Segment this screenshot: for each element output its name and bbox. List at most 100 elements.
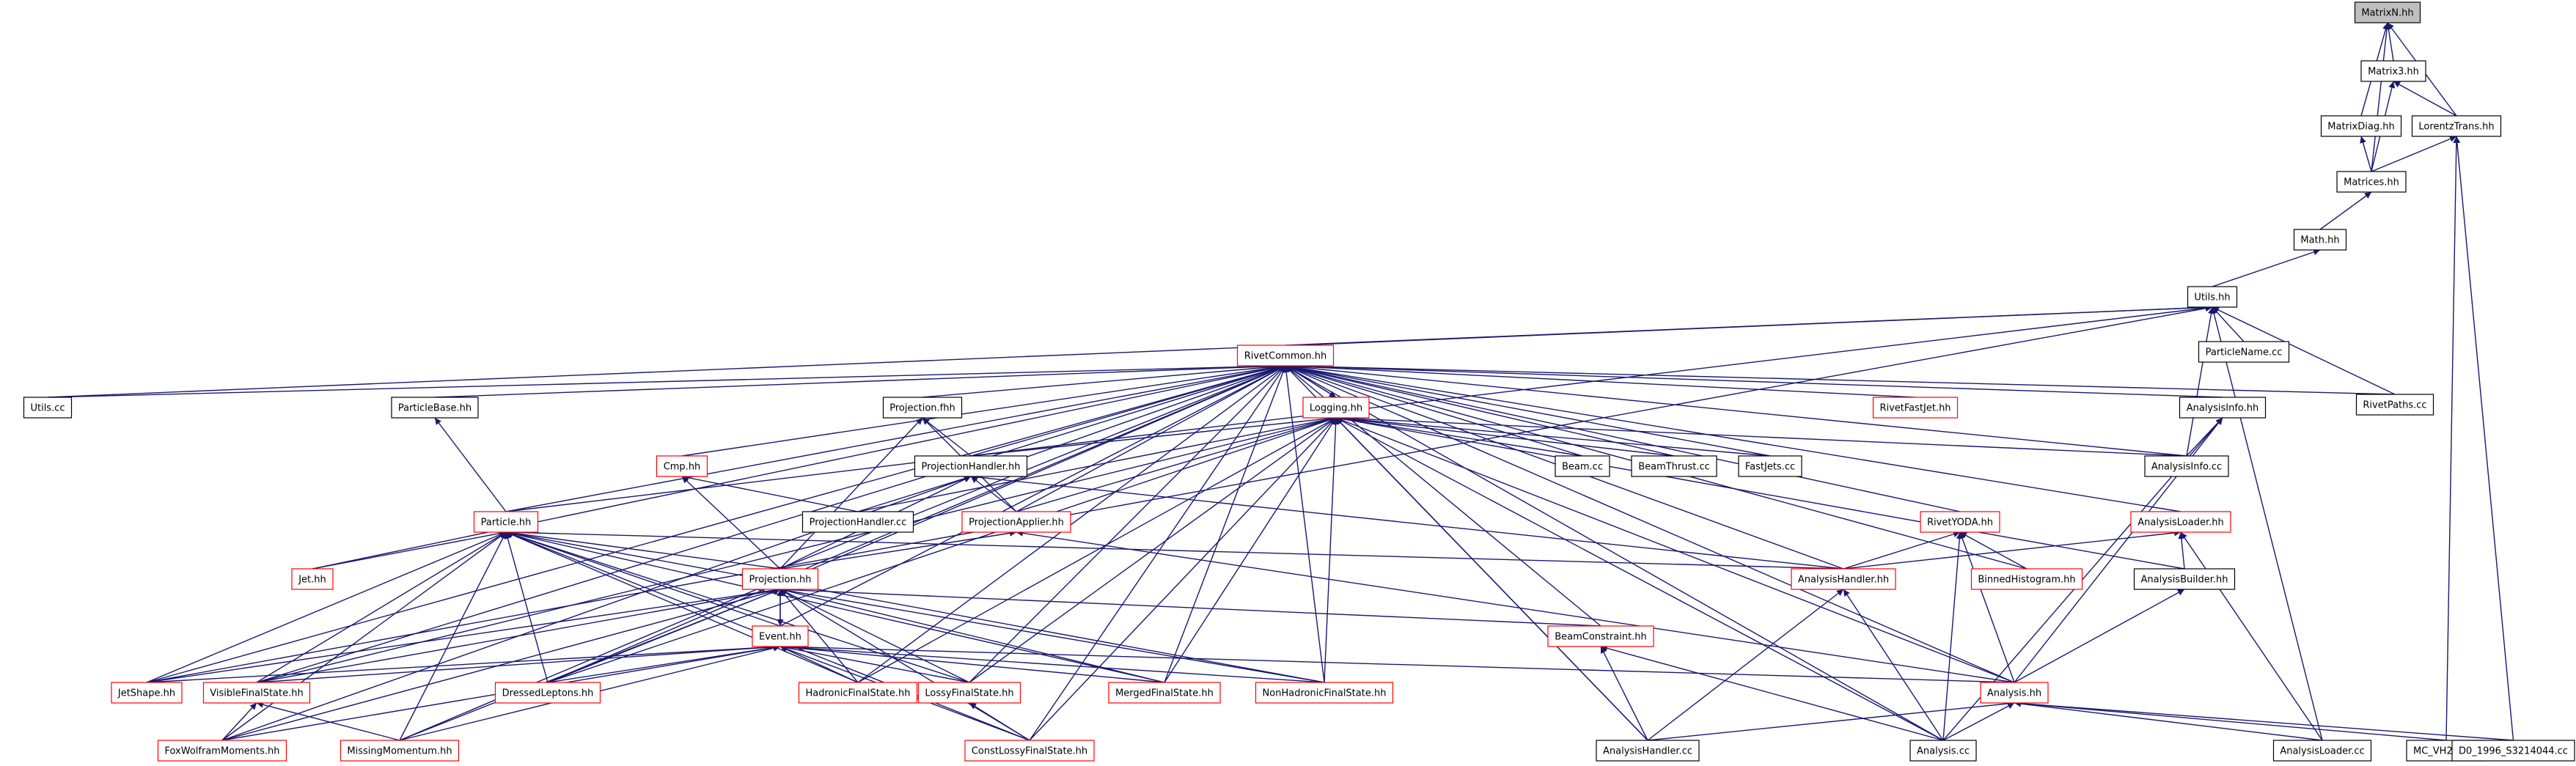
- node-box-MergedFinalState[interactable]: [1108, 682, 1221, 704]
- node-AnalysisCC[interactable]: Analysis.cc: [1909, 740, 1977, 762]
- node-box-FastJets[interactable]: [1738, 455, 1802, 477]
- node-box-MatrixDiag[interactable]: [2320, 115, 2402, 137]
- node-ProjectionHandler[interactable]: ProjectionHandler.hh: [914, 455, 1028, 477]
- node-box-BeamThrust[interactable]: [1631, 455, 1717, 477]
- node-AnalysisLoaderCC[interactable]: AnalysisLoader.cc: [2272, 740, 2372, 762]
- node-box-DressedLeptons[interactable]: [494, 682, 601, 704]
- node-box-Utils[interactable]: [2187, 286, 2238, 308]
- node-RivetFastJet[interactable]: RivetFastJet.hh: [1872, 397, 1959, 419]
- node-AnalysisLoader[interactable]: AnalysisLoader.hh: [2130, 511, 2231, 533]
- node-LorentzTrans[interactable]: LorentzTrans.hh: [2411, 115, 2502, 137]
- node-box-MissingMomentum[interactable]: [340, 740, 460, 762]
- node-Event[interactable]: Event.hh: [752, 625, 809, 647]
- node-UtilsCC[interactable]: Utils.cc: [23, 397, 73, 419]
- node-ConstLossyFinalState[interactable]: ConstLossyFinalState.hh: [964, 740, 1095, 762]
- node-box-VisibleFinalState[interactable]: [202, 682, 311, 704]
- node-box-ParticleName[interactable]: [2198, 341, 2290, 363]
- node-ProjectionHandlerCC[interactable]: ProjectionHandler.cc: [801, 511, 914, 533]
- node-Projection[interactable]: Projection.hh: [741, 568, 819, 590]
- node-box-Analysis[interactable]: [1980, 682, 2049, 704]
- node-MissingMomentum[interactable]: MissingMomentum.hh: [340, 740, 460, 762]
- node-MergedFinalState[interactable]: MergedFinalState.hh: [1108, 682, 1221, 704]
- node-box-BinnedHistogram[interactable]: [1970, 568, 2083, 590]
- node-box-LorentzTrans[interactable]: [2411, 115, 2502, 137]
- node-BeamThrust[interactable]: BeamThrust.cc: [1631, 455, 1717, 477]
- node-box-Matrix3[interactable]: [2360, 60, 2426, 82]
- node-MatrixN[interactable]: MatrixN.hh: [2354, 1, 2421, 23]
- node-Cmp[interactable]: Cmp.hh: [656, 455, 708, 477]
- node-Utils[interactable]: Utils.hh: [2187, 286, 2238, 308]
- node-RivetPaths[interactable]: RivetPaths.cc: [2355, 394, 2434, 416]
- node-DressedLeptons[interactable]: DressedLeptons.hh: [494, 682, 601, 704]
- node-NonHadronicFinalState[interactable]: NonHadronicFinalState.hh: [1255, 682, 1394, 704]
- node-box-AnalysisInfoCC[interactable]: [2144, 455, 2229, 477]
- node-RivetYODA[interactable]: RivetYODA.hh: [1920, 511, 2000, 533]
- node-box-Projection[interactable]: [741, 568, 819, 590]
- node-box-BeamCC[interactable]: [1555, 455, 1610, 477]
- node-box-MatrixN[interactable]: [2354, 1, 2421, 23]
- node-box-Logging[interactable]: [1302, 397, 1370, 419]
- node-ParticleBase[interactable]: ParticleBase.hh: [391, 397, 479, 419]
- node-box-AnalysisCC[interactable]: [1909, 740, 1977, 762]
- node-box-Cmp[interactable]: [656, 455, 708, 477]
- node-box-AnalysisLoader[interactable]: [2130, 511, 2231, 533]
- node-box-RivetFastJet[interactable]: [1872, 397, 1959, 419]
- node-HadronicFinalState[interactable]: HadronicFinalState.hh: [798, 682, 918, 704]
- node-box-AnalysisInfo[interactable]: [2179, 397, 2267, 419]
- node-box-RivetPaths[interactable]: [2355, 394, 2434, 416]
- node-box-UtilsCC[interactable]: [23, 397, 73, 419]
- edge-ProjectionHandlerCC-to-Cmp: [681, 474, 859, 512]
- node-box-BeamConstraint[interactable]: [1547, 625, 1654, 647]
- node-Logging[interactable]: Logging.hh: [1302, 397, 1370, 419]
- node-box-AnalysisLoaderCC[interactable]: [2272, 740, 2372, 762]
- node-RivetCommon[interactable]: RivetCommon.hh: [1236, 345, 1335, 367]
- node-box-LossyFinalState[interactable]: [917, 682, 1021, 704]
- node-ProjectionFhh[interactable]: Projection.fhh: [882, 397, 963, 419]
- node-AnalysisHandler[interactable]: AnalysisHandler.hh: [1791, 568, 1896, 590]
- node-AnalysisInfoCC[interactable]: AnalysisInfo.cc: [2144, 455, 2229, 477]
- node-JetShape[interactable]: JetShape.hh: [111, 682, 183, 704]
- node-box-ProjectionHandlerCC[interactable]: [801, 511, 914, 533]
- node-box-ProjectionApplier[interactable]: [961, 511, 1071, 533]
- node-box-FoxWolframMoments[interactable]: [157, 740, 287, 762]
- node-box-Event[interactable]: [752, 625, 809, 647]
- node-box-NonHadronicFinalState[interactable]: [1255, 682, 1394, 704]
- node-Matrices[interactable]: Matrices.hh: [2336, 171, 2407, 193]
- node-AnalysisHandlerCC[interactable]: AnalysisHandler.cc: [1596, 740, 1700, 762]
- node-Particle[interactable]: Particle.hh: [473, 511, 539, 533]
- node-BeamConstraint[interactable]: BeamConstraint.hh: [1547, 625, 1654, 647]
- node-LossyFinalState[interactable]: LossyFinalState.hh: [917, 682, 1021, 704]
- node-box-ConstLossyFinalState[interactable]: [964, 740, 1095, 762]
- node-box-RivetYODA[interactable]: [1920, 511, 2000, 533]
- node-box-Math[interactable]: [2293, 229, 2347, 251]
- node-box-AnalysisHandler[interactable]: [1791, 568, 1896, 590]
- node-label-AnalysisCC: Analysis.cc: [1917, 746, 1970, 757]
- node-Matrix3[interactable]: Matrix3.hh: [2360, 60, 2426, 82]
- node-box-Particle[interactable]: [473, 511, 539, 533]
- node-Analysis[interactable]: Analysis.hh: [1980, 682, 2049, 704]
- node-FoxWolframMoments[interactable]: FoxWolframMoments.hh: [157, 740, 287, 762]
- node-box-AnalysisBuilder[interactable]: [2133, 568, 2236, 590]
- node-box-HadronicFinalState[interactable]: [798, 682, 918, 704]
- node-ProjectionApplier[interactable]: ProjectionApplier.hh: [961, 511, 1071, 533]
- node-box-ProjectionHandler[interactable]: [914, 455, 1028, 477]
- node-Jet[interactable]: Jet.hh: [291, 568, 334, 590]
- node-BinnedHistogram[interactable]: BinnedHistogram.hh: [1970, 568, 2083, 590]
- node-VisibleFinalState[interactable]: VisibleFinalState.hh: [202, 682, 311, 704]
- node-ParticleName[interactable]: ParticleName.cc: [2198, 341, 2290, 363]
- node-BeamCC[interactable]: Beam.cc: [1555, 455, 1610, 477]
- node-D0_1996[interactable]: D0_1996_S3214044.cc: [2451, 740, 2575, 762]
- node-AnalysisInfo[interactable]: AnalysisInfo.hh: [2179, 397, 2267, 419]
- node-Math[interactable]: Math.hh: [2293, 229, 2347, 251]
- node-box-JetShape[interactable]: [111, 682, 183, 704]
- node-box-ProjectionFhh[interactable]: [882, 397, 963, 419]
- node-box-RivetCommon[interactable]: [1236, 345, 1335, 367]
- node-box-Matrices[interactable]: [2336, 171, 2407, 193]
- node-box-Jet[interactable]: [291, 568, 334, 590]
- node-AnalysisBuilder[interactable]: AnalysisBuilder.hh: [2133, 568, 2236, 590]
- node-box-D0_1996[interactable]: [2451, 740, 2575, 762]
- node-box-ParticleBase[interactable]: [391, 397, 479, 419]
- node-FastJets[interactable]: FastJets.cc: [1738, 455, 1802, 477]
- node-box-AnalysisHandlerCC[interactable]: [1596, 740, 1700, 762]
- node-MatrixDiag[interactable]: MatrixDiag.hh: [2320, 115, 2402, 137]
